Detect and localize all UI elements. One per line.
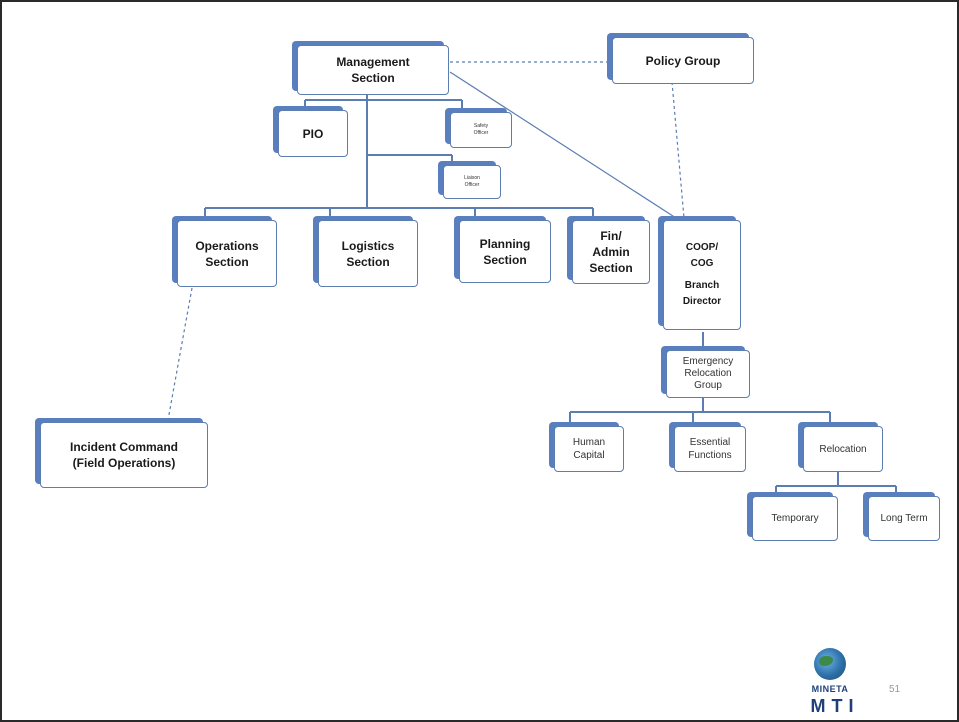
coop-line2: COG <box>690 258 714 269</box>
long-term-box[interactable]: Long Term <box>868 496 940 541</box>
essential-functions-box[interactable]: Essential Functions <box>674 426 746 472</box>
logo-text-mti: MTI <box>810 696 860 716</box>
policy-group-box[interactable]: Policy Group <box>612 37 754 84</box>
planning-line2: Section <box>483 252 527 267</box>
liaison-officer-box[interactable]: Liaison Officer <box>443 165 501 199</box>
emergency-relocation-group-box[interactable]: Emergency Relocation Group <box>666 350 750 398</box>
operations-line2: Section <box>205 254 249 269</box>
connector-policy-coop <box>671 81 685 219</box>
connector-operations-incident <box>167 287 193 421</box>
emergency-line3: Group <box>694 380 722 391</box>
logistics-section-box[interactable]: Logistics Section <box>318 220 418 287</box>
planning-section-box[interactable]: Planning Section <box>459 220 551 283</box>
fin-admin-section-box[interactable]: Fin/ Admin Section <box>572 220 650 284</box>
longterm-label: Long Term <box>880 513 928 524</box>
human-line1: Human <box>572 437 606 448</box>
temporary-label: Temporary <box>771 513 819 524</box>
human-line2: Capital <box>573 450 605 461</box>
pio-box[interactable]: PIO <box>278 110 348 157</box>
essential-line2: Functions <box>688 450 732 461</box>
coop-line4: Director <box>682 296 722 307</box>
emergency-line1: Emergency <box>682 356 734 367</box>
logistics-line1: Logistics <box>341 238 395 253</box>
finadmin-line2: Admin <box>592 245 630 259</box>
management-line2: Section <box>351 71 395 85</box>
relocation-box[interactable]: Relocation <box>803 426 883 472</box>
policy-label: Policy Group <box>645 53 721 68</box>
operations-section-box[interactable]: Operations Section <box>177 220 277 287</box>
liaison-line2: Officer <box>464 182 480 188</box>
page-number: 51 <box>889 684 901 695</box>
planning-line1: Planning <box>479 236 531 251</box>
logistics-line2: Section <box>346 254 390 269</box>
incident-line2: (Field Operations) <box>72 456 176 470</box>
temporary-box[interactable]: Temporary <box>752 496 838 541</box>
operations-line1: Operations <box>195 238 259 253</box>
human-capital-box[interactable]: Human Capital <box>554 426 624 472</box>
safety-officer-box[interactable]: Safety Officer <box>450 112 512 148</box>
mineta-mti-logo: MINETA MTI <box>805 648 855 720</box>
coop-branch-director-box[interactable]: COOP/ COG Branch Director <box>663 220 741 330</box>
connector-management-coop <box>449 71 677 219</box>
finadmin-line1: Fin/ <box>600 229 622 243</box>
safety-line1: Safety <box>473 123 489 129</box>
management-section-box[interactable]: Management Section <box>297 45 449 95</box>
incident-line1: Incident Command <box>69 440 178 454</box>
relocation-label: Relocation <box>819 443 867 455</box>
essential-line1: Essential <box>689 437 731 448</box>
coop-line1: COOP/ <box>685 242 719 253</box>
pio-label: PIO <box>302 126 324 141</box>
coop-line3: Branch <box>684 280 720 291</box>
emergency-line2: Relocation <box>684 368 732 379</box>
management-line1: Management <box>336 55 410 69</box>
logo-text-mineta: MINETA <box>811 684 849 694</box>
liaison-line1: Liaison <box>464 175 480 181</box>
finadmin-line3: Section <box>589 261 633 275</box>
globe-icon <box>814 648 846 680</box>
incident-command-box[interactable]: Incident Command (Field Operations) <box>40 422 208 488</box>
safety-line2: Officer <box>473 130 489 136</box>
